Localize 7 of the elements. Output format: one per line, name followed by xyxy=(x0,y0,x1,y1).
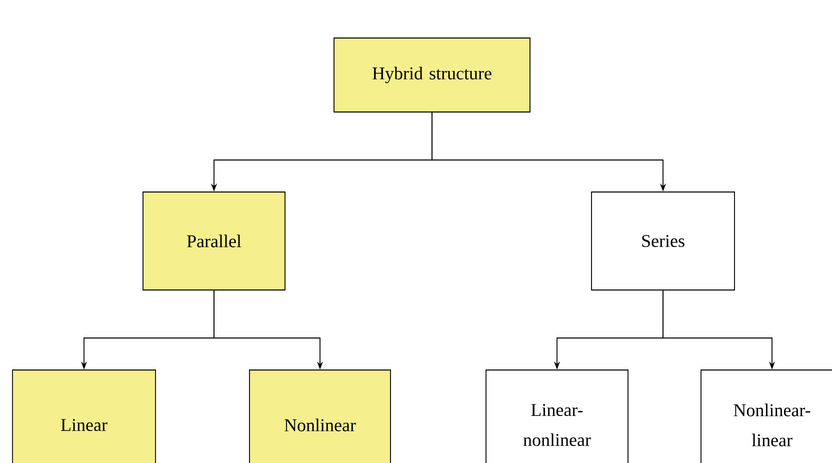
box: Linear xyxy=(12,370,156,463)
box: Linear-nonlinear xyxy=(486,370,628,463)
box: Nonlinear xyxy=(249,370,391,463)
box: Nonlinear-linear xyxy=(700,370,832,463)
box: Series xyxy=(591,192,735,290)
box: Hybrid structure xyxy=(334,38,530,112)
box: Parallel xyxy=(142,192,286,290)
